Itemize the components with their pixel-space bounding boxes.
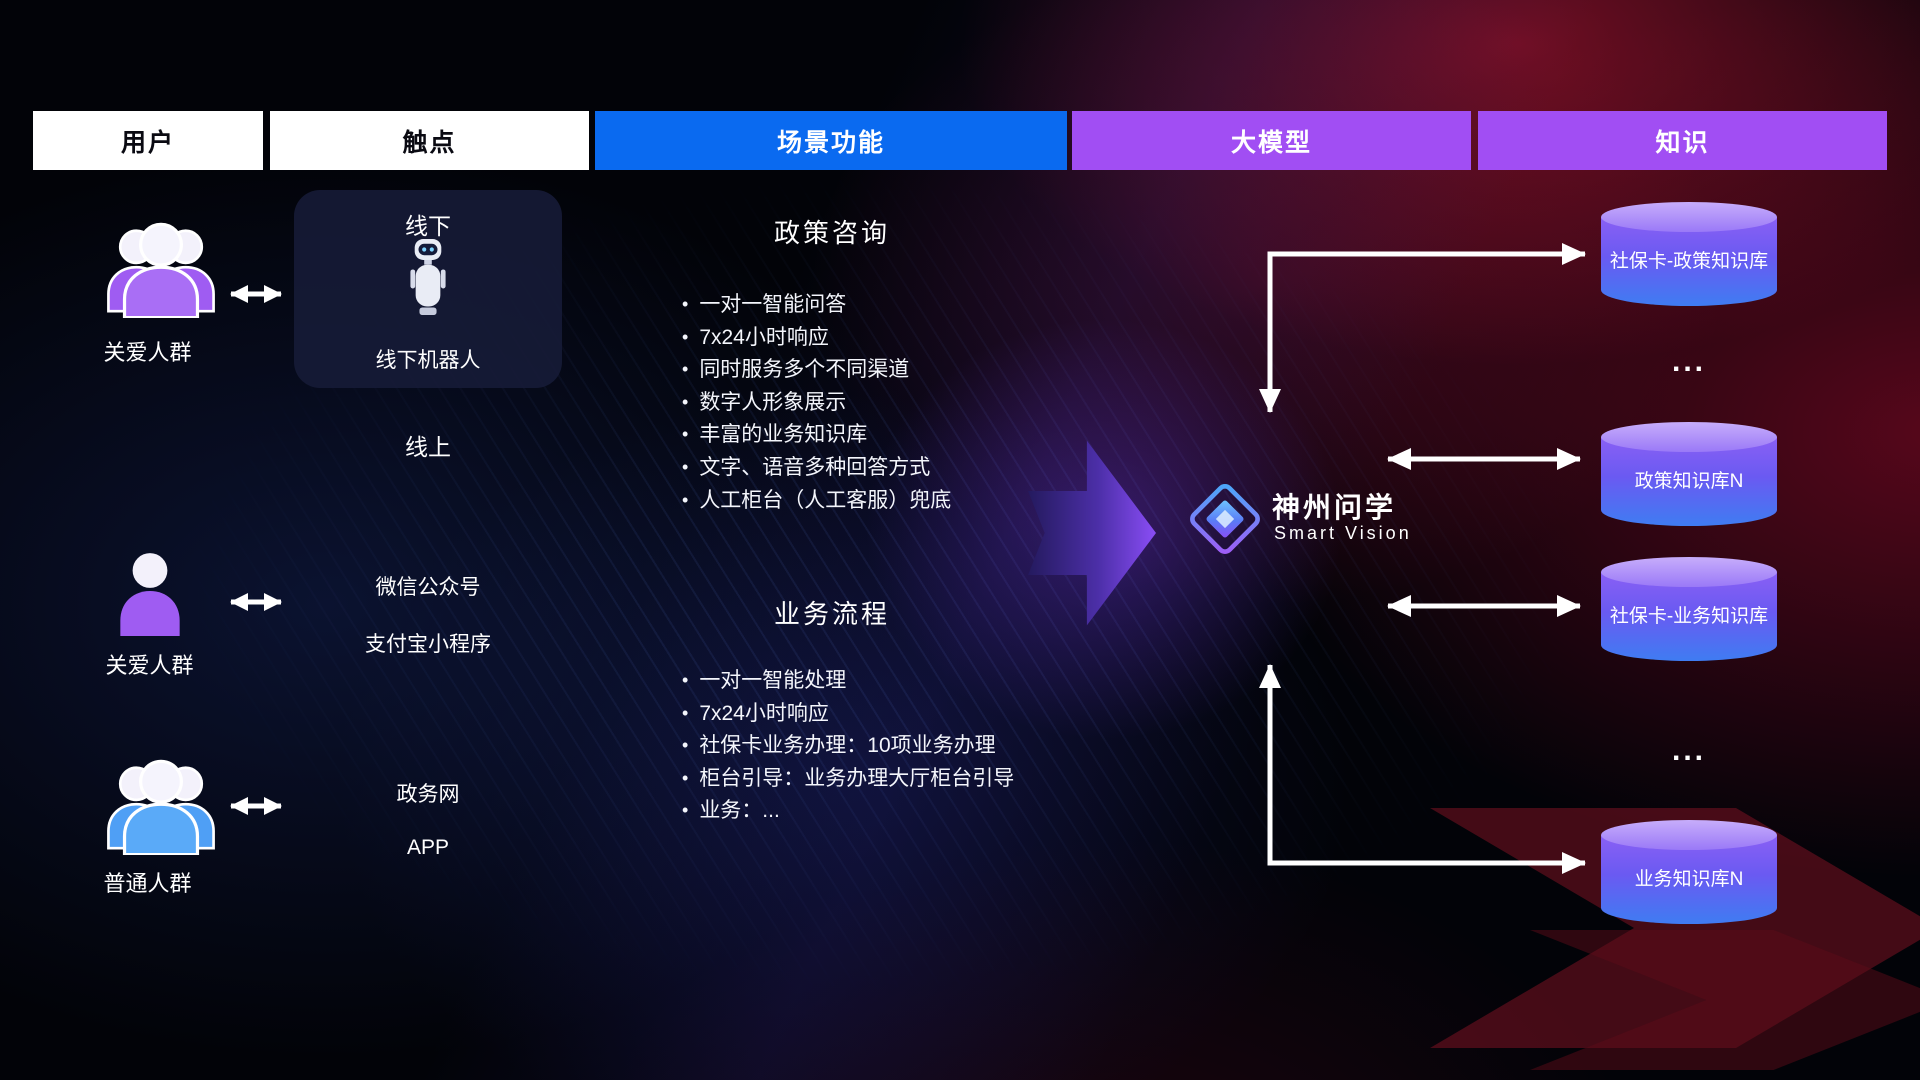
column-header-touchpoints-label: 触点 [402, 128, 457, 157]
scenario1-item: 数字人形象展示 [682, 387, 951, 420]
scenario2-item: 业务：... [682, 795, 1014, 828]
kb-label: 政策知识库N [1634, 471, 1744, 493]
scenario1-item: 丰富的业务知识库 [682, 419, 951, 452]
channel-alipay: 支付宝小程序 [365, 633, 491, 656]
user-group2-label: 普通人群 [103, 871, 192, 896]
scenario2-item: 一对一智能处理 [682, 665, 1014, 698]
ellipsis-dots: ... [1671, 345, 1706, 378]
channel-app: APP [406, 836, 450, 859]
scenario2-title: 业务流程 [773, 599, 890, 629]
ellipsis-dots: ... [1671, 734, 1706, 767]
user-group1-label: 关爱人群 [103, 340, 192, 365]
user-group-purple-icon [102, 210, 220, 323]
cylinder-top [1601, 557, 1777, 587]
scenario1-list: 一对一智能问答 7x24小时响应 同时服务多个不同渠道 数字人形象展示 丰富的业… [682, 289, 951, 517]
column-header-model: 大模型 [1072, 111, 1471, 170]
user-single-label: 关爱人群 [105, 653, 194, 678]
kb-label: 业务知识库N [1634, 869, 1744, 891]
kb-cylinder-social-business: 社保卡-业务知识库 [1601, 557, 1777, 661]
column-header-scenarios-label: 场景功能 [776, 128, 885, 157]
scenario2-item: 7x24小时响应 [682, 698, 1014, 731]
model-subtitle: Smart Vision [1274, 523, 1412, 543]
column-header-users-label: 用户 [120, 128, 175, 157]
online-title: 线上 [405, 434, 451, 460]
kb-label: 社保卡-政策知识库 [1609, 251, 1769, 273]
offline-robot-label: 线下机器人 [375, 349, 481, 372]
channel-gov: 政务网 [396, 783, 460, 806]
scenario1-item: 同时服务多个不同渠道 [682, 354, 951, 387]
column-header-users: 用户 [33, 111, 263, 170]
user-group-blue-icon [102, 747, 220, 860]
column-header-knowledge: 知识 [1478, 111, 1887, 170]
kb-label: 社保卡-业务知识库 [1609, 606, 1769, 628]
column-header-knowledge-label: 知识 [1655, 128, 1710, 157]
scenario1-item: 文字、语音多种回答方式 [682, 452, 951, 485]
column-header-model-label: 大模型 [1230, 128, 1312, 157]
channel-wechat: 微信公众号 [375, 576, 481, 599]
user-single-purple-icon [118, 548, 182, 643]
column-header-touchpoints: 触点 [270, 111, 589, 170]
robot-icon [409, 236, 447, 325]
cylinder-top [1601, 820, 1777, 850]
offline-title: 线下 [405, 213, 451, 239]
offline-touchpoint-panel: 线下 线下机器人 [294, 190, 562, 388]
cylinder-top [1601, 202, 1777, 232]
kb-cylinder-social-policy: 社保卡-政策知识库 [1601, 202, 1777, 306]
cylinder-top [1601, 422, 1777, 452]
scenario1-title: 政策咨询 [773, 218, 890, 248]
kb-cylinder-policy-n: 政策知识库N [1601, 422, 1777, 526]
scenario1-item: 7x24小时响应 [682, 322, 951, 355]
scenario2-item: 社保卡业务办理：10项业务办理 [682, 730, 1014, 763]
column-header-scenarios: 场景功能 [595, 111, 1067, 170]
model-name: 神州问学 [1272, 492, 1397, 523]
scenario2-list: 一对一智能处理 7x24小时响应 社保卡业务办理：10项业务办理 柜台引导：业务… [682, 665, 1014, 828]
kb-cylinder-business-n: 业务知识库N [1601, 820, 1777, 924]
scenario1-item: 人工柜台（人工客服）兜底 [682, 485, 951, 518]
scenario2-item: 柜台引导：业务办理大厅柜台引导 [682, 763, 1014, 796]
scenario1-item: 一对一智能问答 [682, 289, 951, 322]
smart-vision-logo-icon [1188, 482, 1262, 561]
